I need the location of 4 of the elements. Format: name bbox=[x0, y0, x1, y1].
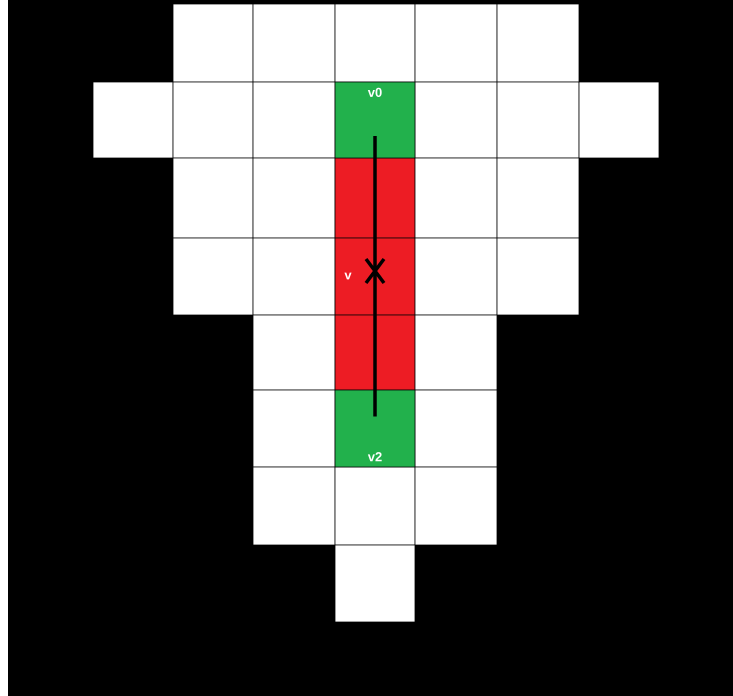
point-label: v bbox=[344, 272, 352, 280]
line-segment bbox=[373, 136, 377, 416]
pixel-cell: v2 bbox=[334, 390, 416, 468]
pixel-cell: v0 bbox=[334, 82, 416, 158]
